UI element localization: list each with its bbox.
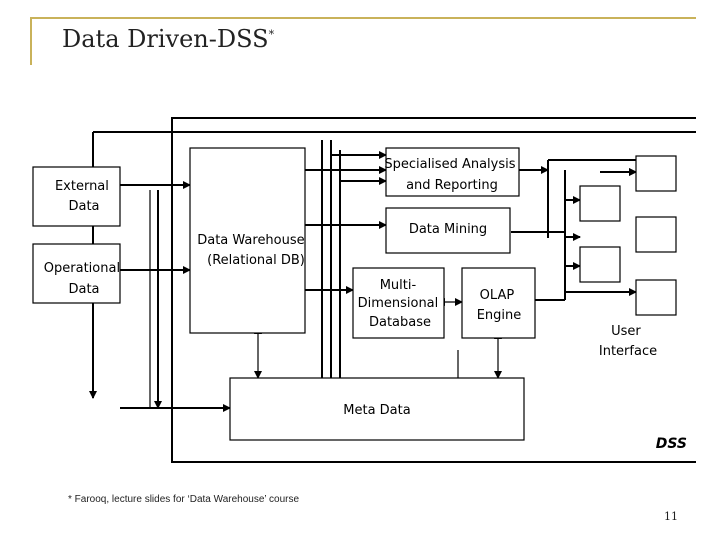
mddb-box bbox=[352, 267, 445, 339]
data-mining-box bbox=[385, 207, 511, 254]
data-warehouse-line-2: (Relational DB) bbox=[207, 253, 305, 268]
data-warehouse-label: Data Warehouse (Relational DB) bbox=[197, 233, 309, 268]
specialised-analysis-box bbox=[385, 147, 520, 197]
meta-data-label: Meta Data bbox=[343, 403, 410, 418]
page-number: 11 bbox=[664, 510, 678, 523]
dss-boundary bbox=[171, 117, 696, 463]
operational-data-label: Operational Data bbox=[44, 261, 124, 297]
title-rule-top bbox=[30, 17, 696, 19]
mddb-line-2: Dimensional bbox=[358, 296, 439, 311]
title-footnote-marker: * bbox=[268, 28, 275, 41]
operational-data-line-1: Operational bbox=[44, 261, 120, 276]
olap-engine-line-1: OLAP bbox=[480, 288, 515, 303]
slide-title: Data Driven-DSS* bbox=[62, 25, 274, 53]
meta-data-box bbox=[229, 377, 525, 441]
data-mining-label: Data Mining bbox=[409, 222, 487, 237]
dss-label: DSS bbox=[656, 436, 687, 452]
olap-engine-box bbox=[461, 267, 536, 339]
operational-data-box bbox=[32, 243, 121, 304]
olap-engine-label: OLAP Engine bbox=[477, 288, 522, 323]
specialised-analysis-line-2: and Reporting bbox=[406, 178, 498, 193]
mddb-line-1: Multi- bbox=[380, 278, 417, 293]
mddb-label: Multi- Dimensional Database bbox=[358, 278, 443, 330]
ui-screen-3 bbox=[635, 216, 677, 253]
mddb-line-3: Database bbox=[369, 315, 431, 330]
specialised-analysis-line-1: Specialised Analysis bbox=[384, 157, 515, 172]
footnote: * Farooq, lecture slides for ‘Data Wareh… bbox=[68, 494, 300, 505]
user-interface-line-1: User bbox=[611, 324, 641, 339]
external-data-line-2: Data bbox=[68, 199, 99, 214]
user-interface-label: User Interface bbox=[599, 324, 657, 359]
user-interface-line-2: Interface bbox=[599, 344, 657, 359]
ui-screen-1 bbox=[635, 155, 677, 192]
ui-screen-4 bbox=[579, 246, 621, 283]
ui-screen-2 bbox=[579, 185, 621, 222]
title-rule-left bbox=[30, 17, 32, 65]
external-data-label: External Data bbox=[55, 179, 113, 214]
operational-data-line-2: Data bbox=[68, 282, 99, 297]
data-warehouse-line-1: Data Warehouse bbox=[197, 233, 304, 248]
slide-title-text: Data Driven-DSS bbox=[62, 25, 269, 53]
ui-screen-5 bbox=[635, 279, 677, 316]
external-data-box bbox=[32, 166, 121, 227]
meta-data-line-1: Meta Data bbox=[343, 403, 410, 418]
external-data-line-1: External bbox=[55, 179, 109, 194]
olap-engine-line-2: Engine bbox=[477, 308, 522, 323]
specialised-analysis-label: Specialised Analysis and Reporting bbox=[384, 157, 519, 193]
data-warehouse-box bbox=[189, 147, 306, 334]
data-mining-line-1: Data Mining bbox=[409, 222, 487, 237]
